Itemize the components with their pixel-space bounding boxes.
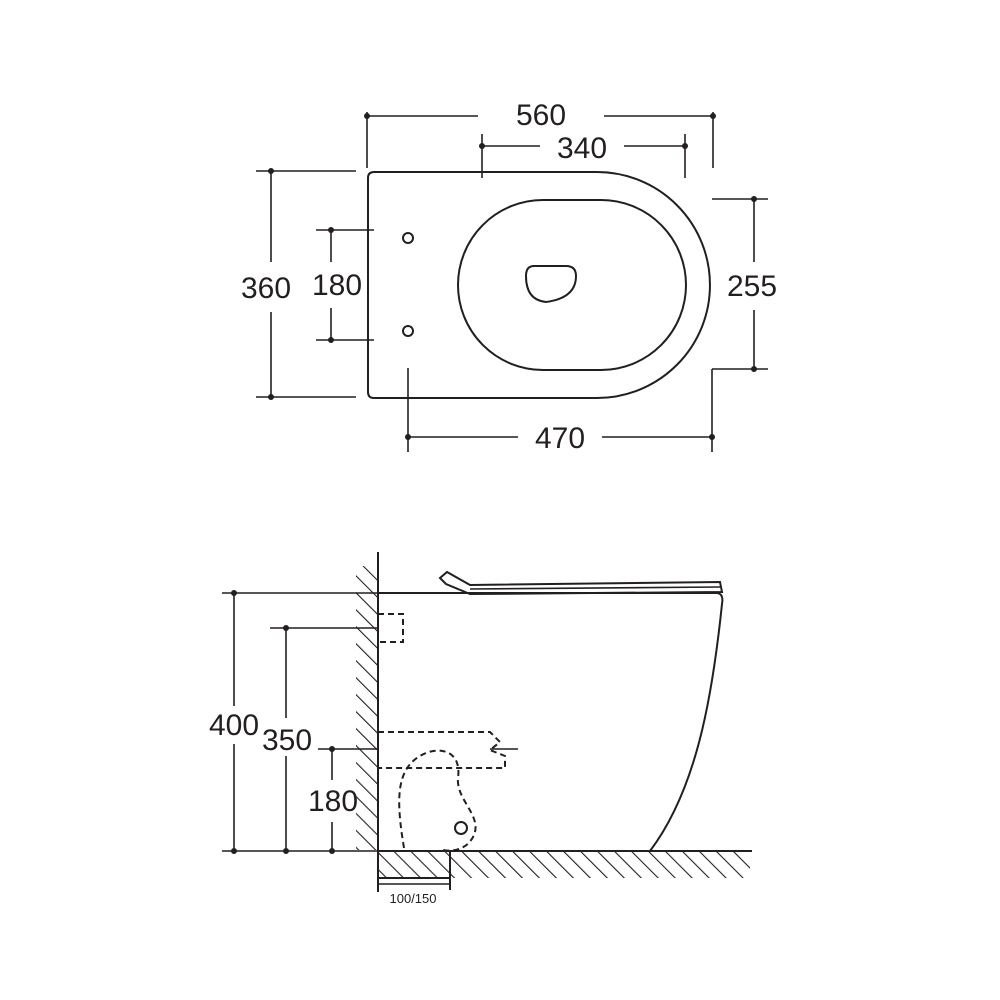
fixing-hole-top [402, 232, 414, 244]
label-outlet-pipe: 100/150 [390, 891, 437, 906]
drain-hole [524, 265, 578, 304]
dimension-overall-width: 360 [241, 168, 356, 400]
wall-hatch [356, 566, 378, 850]
top-view: 560 340 360 [241, 99, 777, 455]
trap-outlet-circle [454, 821, 468, 835]
label-overall-length: 560 [516, 99, 566, 132]
fixing-hole-bottom [402, 325, 414, 337]
label-fixing-to-front: 470 [535, 422, 585, 455]
internal-trap [398, 749, 477, 852]
dimension-outlet-height: 180 [308, 746, 378, 854]
label-inlet-height: 350 [262, 724, 312, 757]
label-seat-opening-width: 340 [557, 132, 607, 165]
outlet-connector [378, 731, 506, 769]
label-overall-width: 360 [241, 272, 291, 305]
inner-bowl [457, 199, 687, 371]
label-outlet-height: 180 [308, 785, 358, 818]
dimension-bowl-width: 255 [711, 196, 777, 452]
bowl-outline [367, 171, 711, 399]
label-bowl-width: 255 [727, 270, 777, 303]
label-overall-height: 400 [209, 709, 259, 742]
dimension-fixing-to-front: 470 [405, 368, 715, 455]
side-view: 100/150 400 350 180 [209, 552, 752, 906]
dimension-seat-opening-width: 340 [479, 132, 688, 178]
toilet-seat [438, 570, 724, 596]
dimension-overall-length: 560 [364, 99, 716, 168]
toilet-body [378, 592, 724, 852]
dimension-fixing-spacing: 180 [312, 227, 374, 343]
floor-hatch [378, 852, 750, 878]
label-fixing-spacing: 180 [312, 269, 362, 302]
water-inlet [378, 613, 404, 643]
dimension-inlet-height: 350 [262, 625, 378, 854]
dimension-overall-height: 400 [209, 590, 378, 854]
